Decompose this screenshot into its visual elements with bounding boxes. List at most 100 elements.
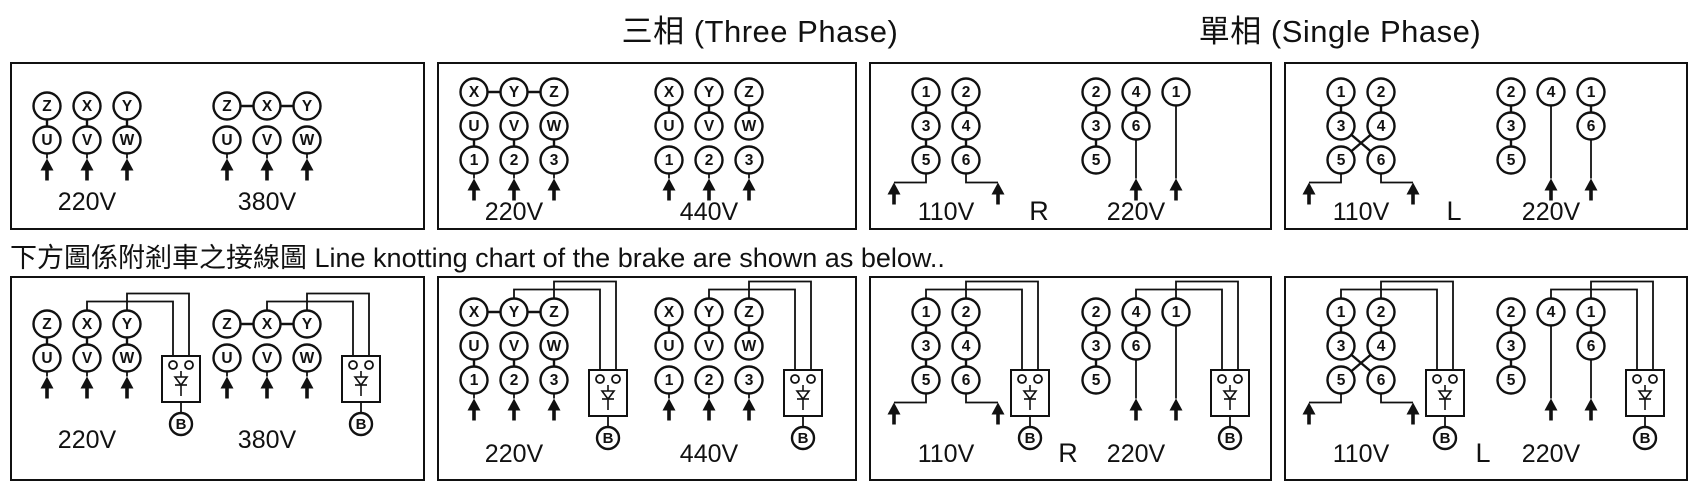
- terminal-X: X: [654, 297, 684, 327]
- terminal-V: V: [499, 331, 529, 361]
- terminal-Z: Z: [32, 91, 62, 121]
- svg-text:5: 5: [1092, 152, 1101, 169]
- svg-text:3: 3: [922, 118, 931, 135]
- terminal-X: X: [252, 309, 282, 339]
- terminal-4: 4: [1366, 331, 1396, 361]
- terminal-4: 4: [951, 331, 981, 361]
- terminal-4: 4: [1536, 77, 1566, 107]
- svg-text:W: W: [547, 338, 562, 355]
- terminal-Y: Y: [694, 297, 724, 327]
- svg-text:1: 1: [922, 304, 931, 321]
- svg-text:1: 1: [1337, 84, 1346, 101]
- svg-text:W: W: [742, 118, 757, 135]
- svg-text:1: 1: [1172, 304, 1181, 321]
- svg-text:W: W: [547, 118, 562, 135]
- terminal-Y: Y: [292, 91, 322, 121]
- svg-text:V: V: [509, 338, 520, 355]
- header-single-phase: 單相 (Single Phase): [1198, 14, 1482, 49]
- svg-text:2: 2: [1507, 304, 1516, 321]
- svg-text:5: 5: [1337, 372, 1346, 389]
- svg-text:X: X: [664, 304, 675, 321]
- svg-text:2: 2: [1377, 84, 1386, 101]
- svg-text:3: 3: [550, 372, 559, 389]
- svg-text:V: V: [509, 118, 520, 135]
- power-input-arrow: [120, 158, 134, 181]
- terminal-3: 3: [1496, 331, 1526, 361]
- terminal-V: V: [694, 331, 724, 361]
- power-input-arrow: [1169, 398, 1183, 421]
- svg-text:W: W: [120, 350, 135, 367]
- terminal-2: 2: [1081, 297, 1111, 327]
- svg-text:X: X: [664, 84, 675, 101]
- terminal-2: 2: [951, 77, 981, 107]
- terminal-3: 3: [1081, 331, 1111, 361]
- svg-text:V: V: [704, 338, 715, 355]
- svg-text:6: 6: [1377, 372, 1386, 389]
- svg-text:2: 2: [1507, 84, 1516, 101]
- power-input-arrow: [662, 178, 676, 201]
- power-input-arrow: [1302, 402, 1316, 425]
- svg-text:3: 3: [550, 152, 559, 169]
- terminal-Z: Z: [539, 297, 569, 327]
- svg-text:2: 2: [1092, 304, 1101, 321]
- voltage-label: 110V: [918, 440, 975, 468]
- terminal-Y: Y: [499, 77, 529, 107]
- svg-text:V: V: [82, 350, 93, 367]
- svg-text:Y: Y: [509, 304, 520, 321]
- power-input-arrow: [702, 178, 716, 201]
- brake-terminal-b: B: [1432, 425, 1458, 451]
- terminal-6: 6: [951, 365, 981, 395]
- svg-text:Y: Y: [302, 316, 313, 333]
- svg-text:W: W: [120, 132, 135, 149]
- terminal-6: 6: [1366, 365, 1396, 395]
- terminal-X: X: [252, 91, 282, 121]
- voltage-label: 220V: [58, 426, 117, 454]
- terminal-1: 1: [1161, 77, 1191, 107]
- terminal-X: X: [72, 309, 102, 339]
- voltage-label: 380V: [238, 188, 297, 216]
- svg-text:1: 1: [1587, 84, 1596, 101]
- brake-rectifier: B: [341, 355, 381, 437]
- power-input-arrow: [887, 182, 901, 205]
- svg-text:Y: Y: [302, 98, 313, 115]
- svg-text:X: X: [82, 316, 93, 333]
- brake-rectifier: B: [588, 369, 628, 451]
- terminal-5: 5: [1081, 145, 1111, 175]
- terminal-4: 4: [951, 111, 981, 141]
- terminal-6: 6: [1366, 145, 1396, 175]
- terminal-2: 2: [694, 145, 724, 175]
- power-input-arrow: [887, 402, 901, 425]
- svg-text:5: 5: [922, 372, 931, 389]
- terminal-5: 5: [1496, 145, 1526, 175]
- terminal-2: 2: [499, 145, 529, 175]
- power-input-arrow: [547, 178, 561, 201]
- power-input-arrow: [1584, 178, 1598, 201]
- terminal-Z: Z: [212, 91, 242, 121]
- terminal-2: 2: [951, 297, 981, 327]
- terminal-2: 2: [1496, 77, 1526, 107]
- svg-text:X: X: [262, 316, 273, 333]
- terminal-2: 2: [1081, 77, 1111, 107]
- terminal-1: 1: [911, 297, 941, 327]
- brake-rectifier: B: [1210, 369, 1250, 451]
- svg-text:Y: Y: [704, 84, 715, 101]
- terminal-1: 1: [1576, 297, 1606, 327]
- terminal-U: U: [459, 331, 489, 361]
- svg-text:2: 2: [705, 152, 714, 169]
- terminal-Z: Z: [32, 309, 62, 339]
- svg-text:B: B: [1440, 430, 1451, 447]
- voltage-label: 220V: [1107, 440, 1166, 468]
- power-input-arrow: [507, 178, 521, 201]
- svg-text:5: 5: [1507, 152, 1516, 169]
- svg-text:U: U: [663, 118, 674, 135]
- svg-text:1: 1: [1172, 84, 1181, 101]
- svg-text:W: W: [742, 338, 757, 355]
- header-three-phase: 三相 (Three Phase): [621, 14, 899, 49]
